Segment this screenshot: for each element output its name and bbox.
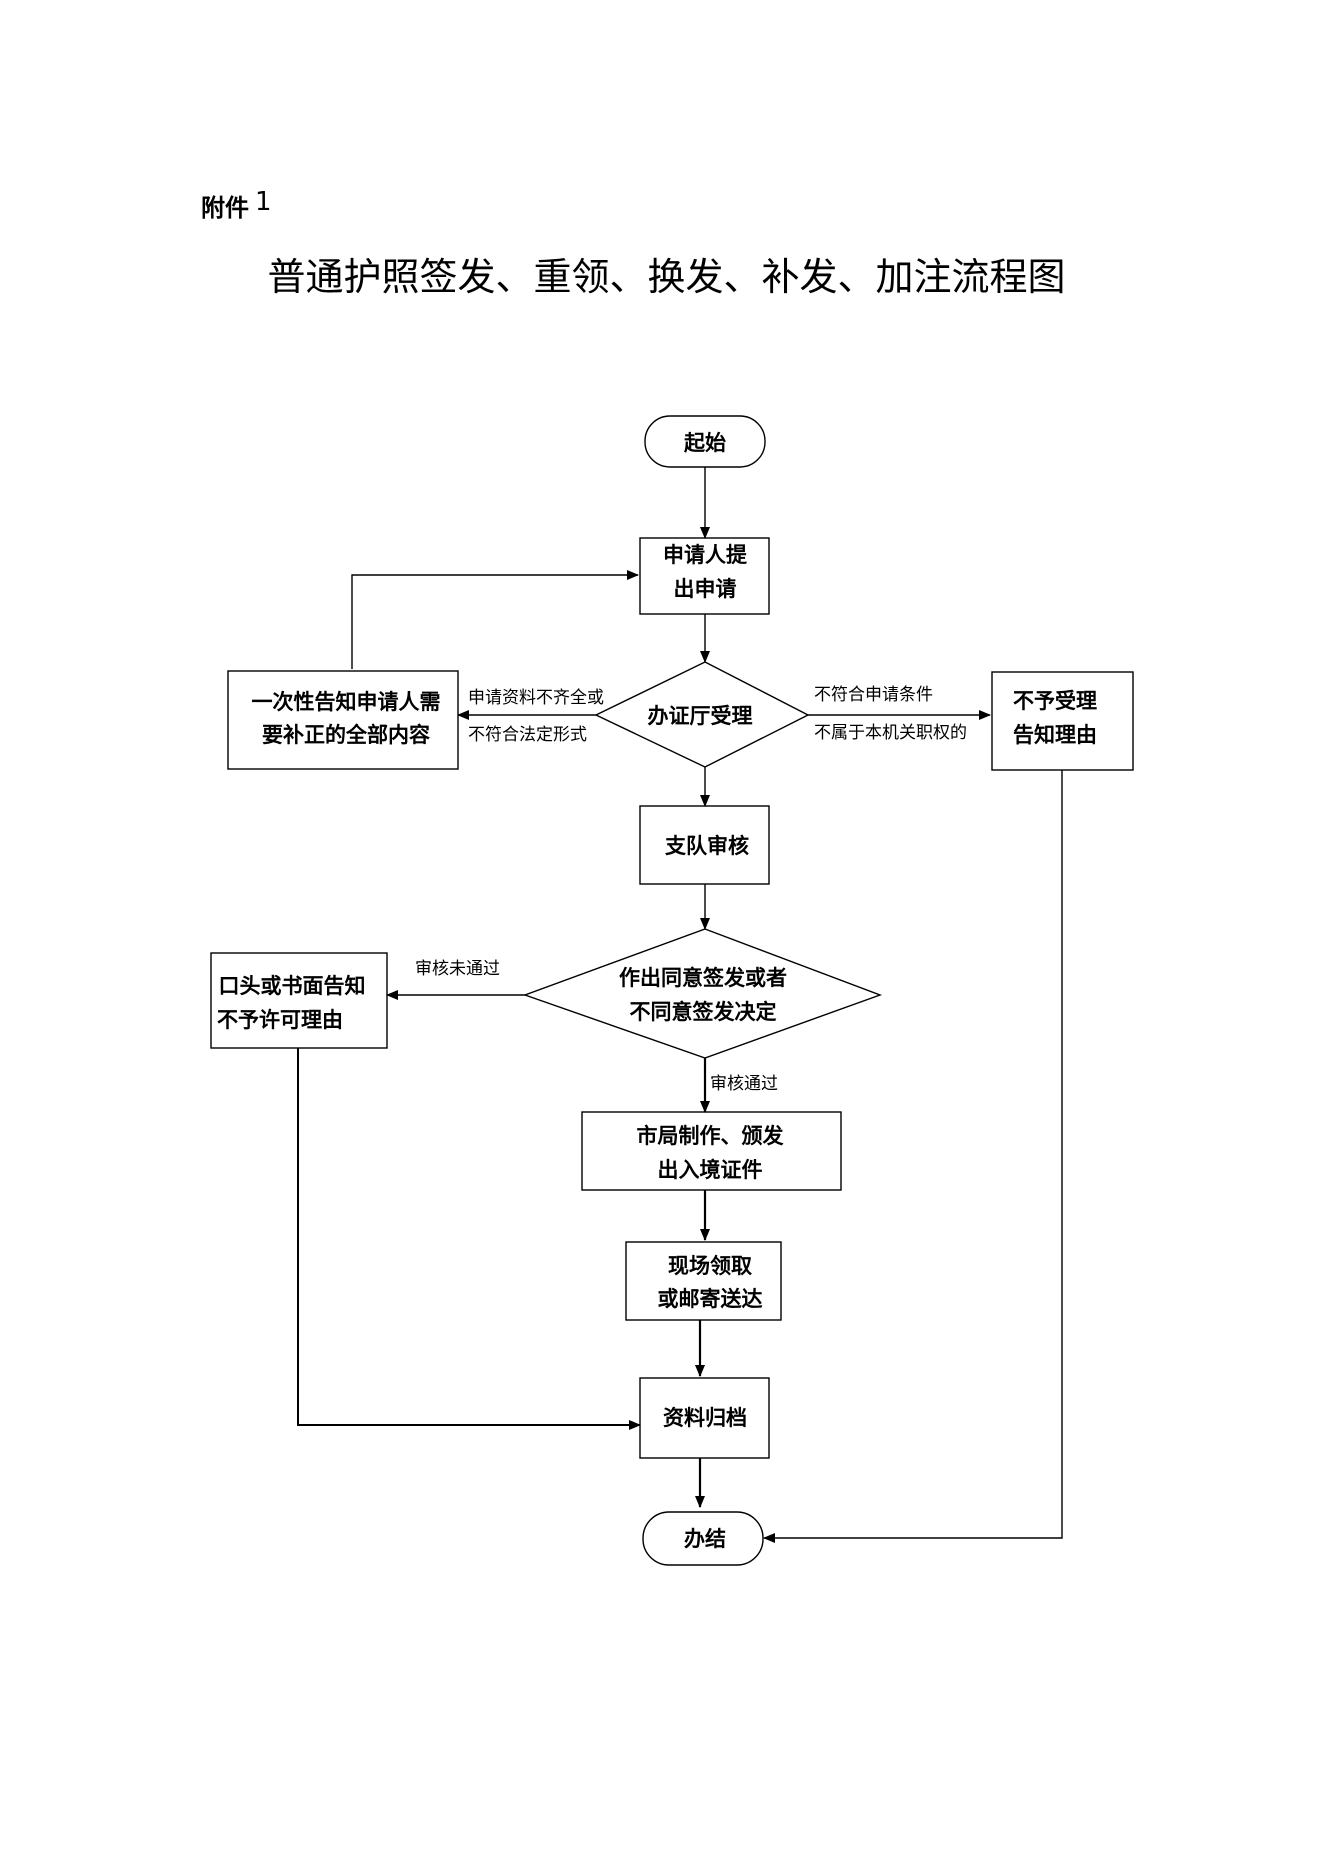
decision-label-1: 作出同意签发或者 [619, 965, 787, 990]
pickup-label-1: 现场领取 [668, 1253, 752, 1278]
edge-label-not-eligible-1: 不符合申请条件 [814, 685, 933, 705]
end-node-label: 办结 [684, 1526, 726, 1551]
decision-label-2: 不同意签发决定 [630, 999, 777, 1024]
refuse-notice-node-shape [210, 952, 388, 1049]
pickup-node-shape [625, 1241, 782, 1321]
refuse-notice-label-2: 不予许可理由 [217, 1007, 343, 1032]
attachment-number: 1 [255, 187, 272, 217]
issue-label-1: 市局制作、颁发 [637, 1123, 785, 1148]
apply-node-label-2: 出申请 [674, 576, 737, 601]
attachment-text: 附件 [201, 194, 249, 222]
apply-node-shape [639, 537, 770, 615]
page-title: 普通护照签发、重领、换发、补发、加注流程图 [267, 255, 1066, 299]
reject-notice-label-1: 不予受理 [1013, 688, 1097, 713]
refuse-notice-label-1: 口头或书面告知 [219, 973, 366, 998]
decision-node-shape [522, 928, 883, 1059]
review-node-label: 支队审核 [665, 833, 749, 858]
accept-node-label: 办证厅受理 [648, 703, 753, 728]
start-node-label: 起始 [683, 430, 726, 455]
notify-correction-label-2: 要补正的全部内容 [262, 722, 430, 747]
archive-node-shape [639, 1377, 770, 1459]
accept-node-shape [594, 661, 810, 768]
reject-notice-node-shape [991, 671, 1134, 771]
edge-label-review-failed: 审核未通过 [415, 959, 500, 979]
archive-node-label: 资料归档 [663, 1405, 747, 1430]
pickup-label-2: 或邮寄送达 [658, 1286, 763, 1311]
edge-label-not-eligible-2: 不属于本机关职权的 [814, 723, 967, 743]
end-node-shape [642, 1511, 764, 1566]
issue-label-2: 出入境证件 [658, 1157, 763, 1182]
edge-refuse-archive [297, 1048, 641, 1430]
notify-correction-node-shape [227, 670, 459, 770]
issue-node-shape [581, 1111, 842, 1191]
edge-label-incomplete-1: 申请资料不齐全或 [468, 688, 604, 708]
apply-node-label-1: 申请人提 [663, 542, 748, 567]
edge-reject-end [763, 770, 1063, 1543]
reject-notice-label-2: 告知理由 [1013, 722, 1097, 747]
notify-correction-label-1: 一次性告知申请人需 [252, 689, 441, 714]
review-node-shape [639, 805, 770, 885]
edge-label-review-passed: 审核通过 [710, 1074, 778, 1094]
edge-correction-apply [351, 570, 639, 669]
edge-label-incomplete-2: 不符合法定形式 [468, 725, 587, 745]
start-node-shape [644, 415, 766, 468]
